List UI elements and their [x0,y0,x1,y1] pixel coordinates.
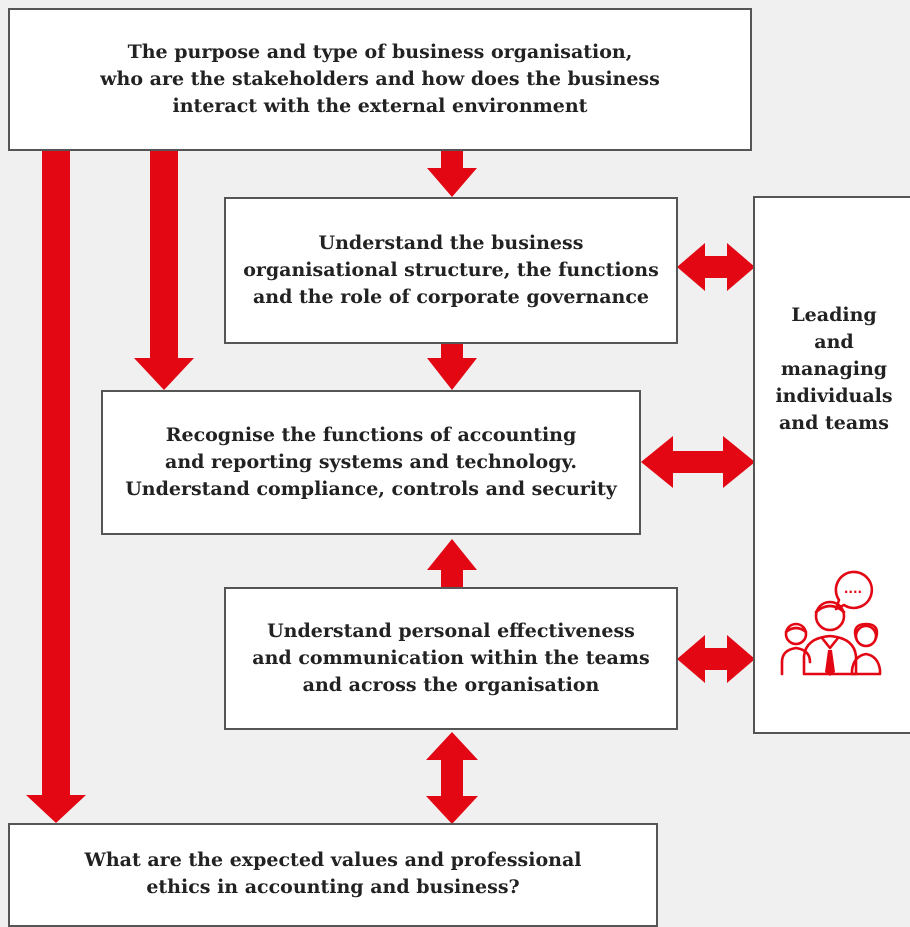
effectiveness-box: Understand personal effectiveness and co… [224,587,678,730]
effectiveness-text: Understand personal effectiveness and co… [252,620,650,696]
ethics-text: What are the expected values and profess… [84,849,582,898]
accounting-text: Recognise the functions of accounting an… [125,424,617,500]
team-people-icon: .... [780,570,882,676]
arrow-purpose-to-structure [427,150,477,197]
arrow-effectiveness-to-accounting [427,539,477,588]
purpose-text: The purpose and type of business organis… [100,41,660,117]
arrow-effectiveness-leading [677,635,755,683]
ethics-box: What are the expected values and profess… [8,823,658,927]
structure-text: Understand the business organisational s… [243,232,659,308]
speech-text: .... [844,582,862,596]
arrow-accounting-leading [641,436,755,488]
purpose-box: The purpose and type of business organis… [8,8,752,151]
arrow-structure-leading [677,243,755,291]
structure-box: Understand the business organisational s… [224,197,678,344]
arrow-left-long [26,150,86,823]
arrow-effectiveness-ethics [426,732,478,824]
arrow-left-short [134,150,194,390]
leading-text: Leading and managing individuals and tea… [775,304,893,434]
accounting-box: Recognise the functions of accounting an… [101,390,641,535]
arrow-structure-to-accounting [427,343,477,390]
